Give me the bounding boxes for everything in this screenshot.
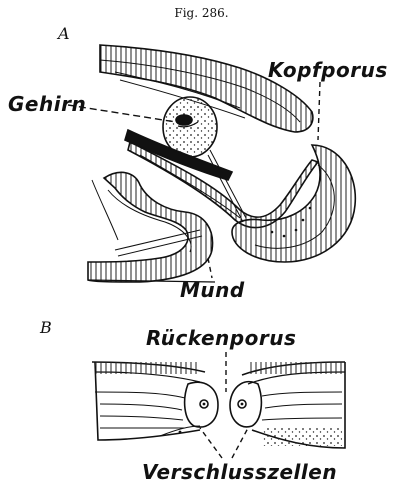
closure-cell-right [230, 382, 261, 427]
head-bulb [232, 145, 355, 262]
left-wall [92, 362, 205, 440]
label-kopfporus: Kopfporus [268, 58, 388, 82]
label-verschlusszellen: Verschlusszellen [142, 460, 337, 484]
closure-cell-left [185, 382, 218, 427]
leader-verschlusszellen-right [232, 428, 248, 458]
right-wall [242, 362, 345, 448]
label-gehirn: Gehirn [8, 92, 86, 116]
label-mund: Mund [180, 278, 245, 302]
panel-b-letter: B [40, 318, 52, 337]
label-rueckenporus: Rückenporus [146, 326, 296, 350]
panel-a-letter: A [58, 24, 70, 43]
leader-verschlusszellen-left [200, 428, 222, 458]
leader-kopfporus [318, 82, 320, 140]
figure-title: Fig. 286. [0, 6, 403, 20]
panel-b-drawing [92, 352, 345, 458]
leader-mund [208, 258, 212, 278]
